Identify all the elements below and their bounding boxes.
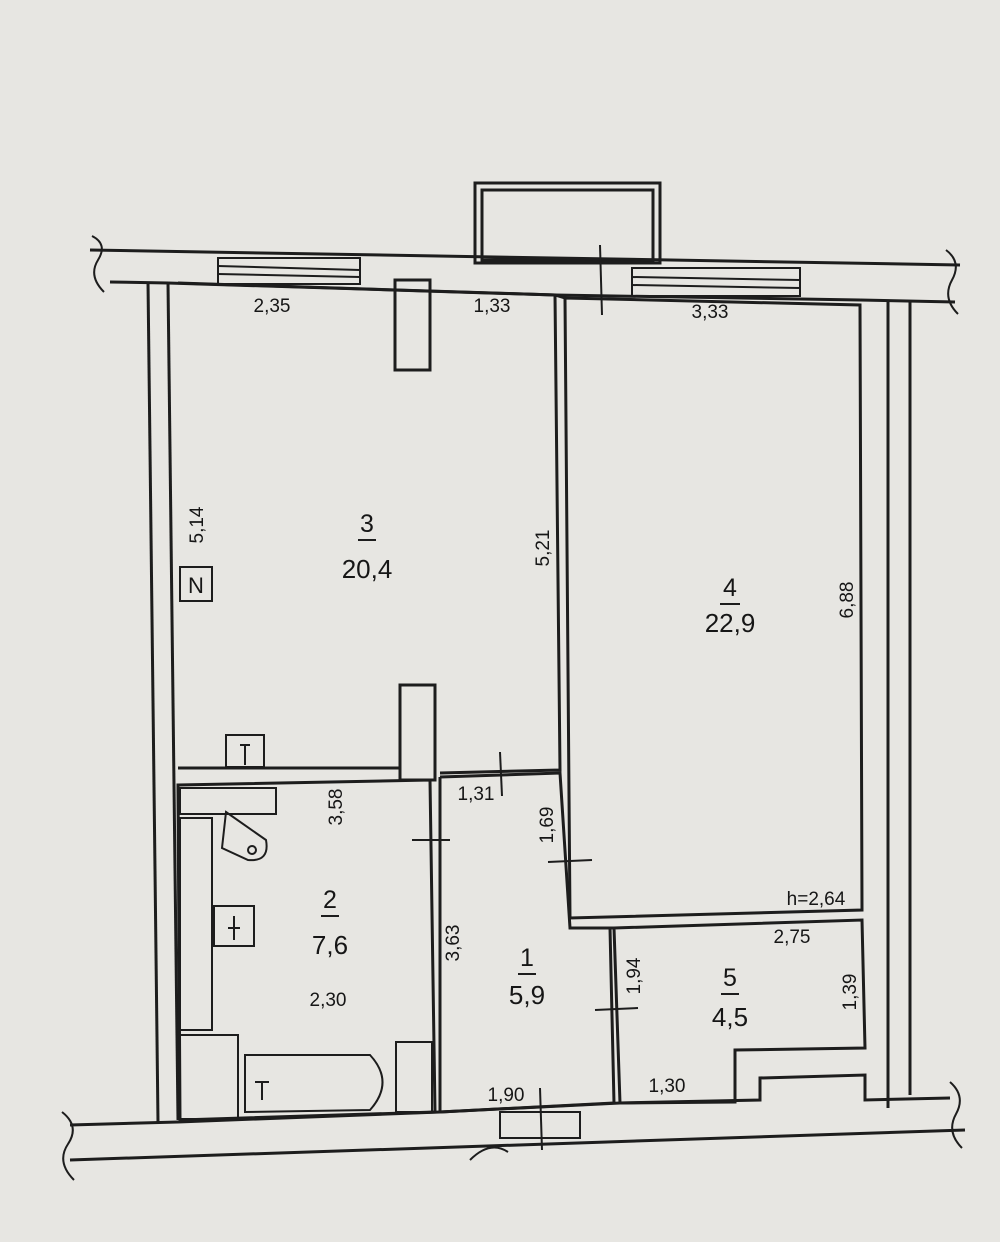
dim-room4-right: 6,88 <box>837 582 858 619</box>
exterior-wall-left <box>146 281 180 1123</box>
room-labels: 3 20,4 4 22,9 2 7,6 1 5,9 5 4,5 <box>312 510 755 1032</box>
dim-room3-right: 5,21 <box>533 530 554 567</box>
room-1 <box>438 751 639 1151</box>
dim-room1-top: 1,31 <box>458 784 495 805</box>
dim-room5-top: 2,75 <box>774 927 811 948</box>
window-room3 <box>217 257 361 285</box>
dim-room3-window: 2,35 <box>254 296 291 317</box>
dim-room2-height: 3,58 <box>326 789 347 826</box>
dim-room5-right: 1,39 <box>840 974 861 1011</box>
balcony <box>473 181 662 265</box>
room-2-number: 2 <box>323 886 337 914</box>
dim-room3-left: 5,14 <box>187 506 208 543</box>
room-1-area: 5,9 <box>509 980 545 1010</box>
dim-room3-top: 1,33 <box>474 296 511 317</box>
room-4-number: 4 <box>723 574 737 602</box>
room-5-area: 4,5 <box>712 1002 748 1032</box>
room-5-number: 5 <box>723 964 737 992</box>
room-3-number: 3 <box>360 510 374 538</box>
exterior-wall-right <box>886 300 912 1108</box>
dim-ceiling-height: h=2,64 <box>787 889 846 910</box>
room-1-number: 1 <box>520 944 534 972</box>
room-4-area: 22,9 <box>705 608 756 638</box>
room-4 <box>554 244 864 920</box>
dim-room4-top: 3,33 <box>692 302 729 323</box>
room-2 <box>176 778 450 1122</box>
dim-room1-left: 3,63 <box>443 925 464 962</box>
room-5 <box>610 918 867 1105</box>
north-mark: N <box>188 573 204 598</box>
dimension-labels: 2,35 1,33 5,14 5,21 3,33 6,88 h=2,64 3,5… <box>187 296 861 1106</box>
dim-room5-left: 1,94 <box>624 957 645 994</box>
dim-room1-bottom: 1,90 <box>488 1085 525 1106</box>
dim-room5-bottom: 1,30 <box>649 1076 686 1097</box>
dim-room2-width: 2,30 <box>310 990 347 1011</box>
window-room4 <box>631 267 801 297</box>
room-2-area: 7,6 <box>312 930 348 960</box>
dim-room1-right: 1,69 <box>537 807 558 844</box>
room-3-area: 20,4 <box>342 554 393 584</box>
